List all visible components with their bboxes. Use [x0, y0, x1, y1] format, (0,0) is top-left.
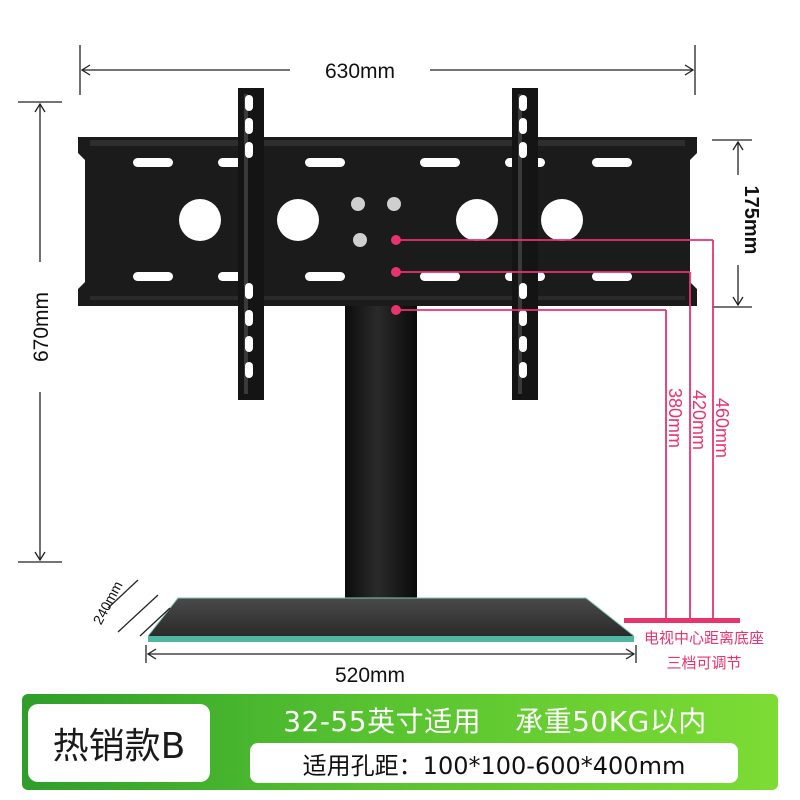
- height-420-label: 420mm: [689, 390, 709, 450]
- load-capacity-text: 承重50KG以内: [515, 705, 707, 738]
- height-marker-460: [391, 235, 401, 245]
- right-bracket: [512, 88, 538, 400]
- top-width-label: 630mm: [325, 60, 395, 83]
- hole-spacing-box: 适用孔距：100*100-600*400mm: [250, 743, 738, 783]
- base-depth-dimension: [107, 579, 171, 637]
- height-marker-380: [391, 305, 401, 315]
- size-range-text: 32-55英寸适用: [283, 705, 482, 738]
- top-width-dimension: [79, 45, 696, 95]
- hot-sale-badge: 热销款B: [28, 704, 210, 782]
- height-note-line2: 三档可调节: [666, 654, 741, 672]
- height-460-label: 460mm: [712, 398, 732, 458]
- mounting-plate: [78, 137, 697, 306]
- plate-height-dimension: [712, 139, 752, 308]
- support-pole: [343, 306, 419, 612]
- height-marker-420: [391, 267, 401, 277]
- height-380-label: 380mm: [665, 388, 685, 448]
- base-depth-label: 240mm: [90, 578, 126, 627]
- plate-height-label: 175mm: [740, 186, 762, 255]
- height-baseline-bar: [624, 618, 740, 623]
- base-width-dimension: [145, 645, 637, 663]
- left-bracket: [238, 88, 264, 400]
- height-note-line1: 电视中心距离底座: [644, 629, 764, 647]
- total-height-label: 670mm: [30, 292, 53, 362]
- glass-base: [147, 597, 635, 642]
- banner-specs: 32-55英寸适用 承重50KG以内: [222, 700, 768, 740]
- base-width-label: 520mm: [335, 664, 405, 687]
- hole-spacing-text: 适用孔距：100*100-600*400mm: [302, 751, 686, 780]
- total-height-dimension: [18, 101, 62, 563]
- height-leader-lines: [396, 239, 714, 620]
